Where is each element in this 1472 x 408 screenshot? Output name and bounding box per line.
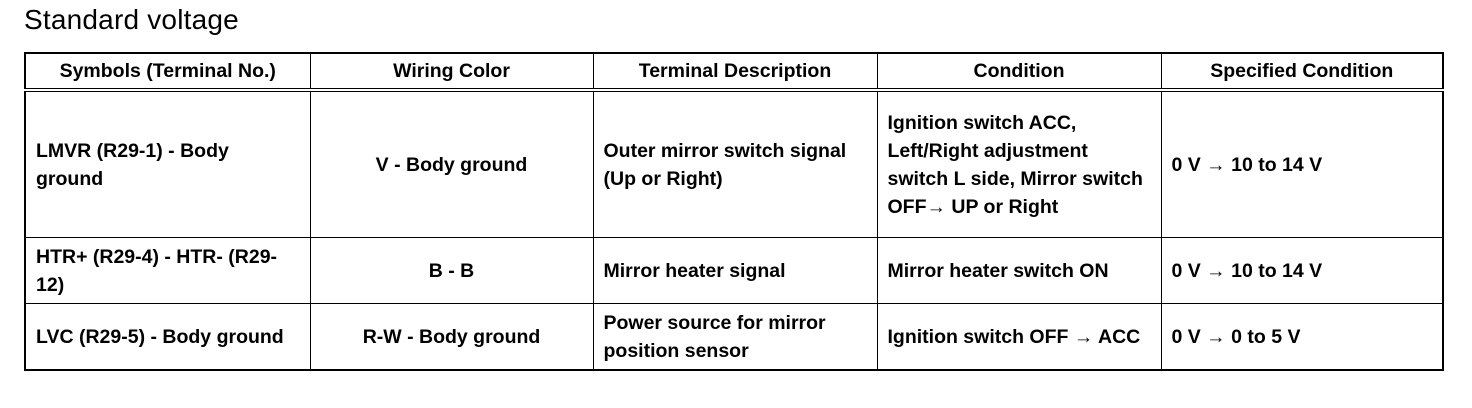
table-row: LVC (R29-5) - Body ground R-W - Body gro… — [24, 303, 1444, 371]
cell-symbols: LVC (R29-5) - Body ground — [24, 303, 311, 371]
cell-specified-condition: 0 V → 10 to 14 V — [1160, 237, 1444, 304]
header-symbols: Symbols (Terminal No.) — [24, 52, 311, 92]
cell-symbols: LMVR (R29-1) - Body ground — [24, 89, 311, 238]
cell-wiring-color: V - Body ground — [309, 89, 594, 238]
cell-condition: Ignition switch OFF → ACC — [876, 303, 1162, 371]
cell-wiring-color: R-W - Body ground — [309, 303, 594, 371]
header-wiring-color: Wiring Color — [309, 52, 594, 92]
header-condition: Condition — [876, 52, 1162, 92]
table-header-row: Symbols (Terminal No.) Wiring Color Term… — [24, 52, 1444, 92]
cell-condition: Ignition switch ACC, Left/Right adjustme… — [876, 89, 1162, 238]
page-title: Standard voltage — [24, 4, 239, 35]
cell-specified-condition: 0 V → 0 to 5 V — [1160, 303, 1444, 371]
table-row: HTR+ (R29-4) - HTR- (R29-12) B - B Mirro… — [24, 237, 1444, 304]
header-terminal-description: Terminal Description — [592, 52, 878, 92]
cell-condition: Mirror heater switch ON — [876, 237, 1162, 304]
cell-terminal-description: Mirror heater signal — [592, 237, 878, 304]
cell-symbols: HTR+ (R29-4) - HTR- (R29-12) — [24, 237, 311, 304]
standard-voltage-table: Symbols (Terminal No.) Wiring Color Term… — [24, 52, 1444, 371]
cell-terminal-description: Power source for mirror position sensor — [592, 303, 878, 371]
cell-wiring-color: B - B — [309, 237, 594, 304]
cell-specified-condition: 0 V → 10 to 14 V — [1160, 89, 1444, 238]
header-specified-condition: Specified Condition — [1160, 52, 1444, 92]
table-row: LMVR (R29-1) - Body ground V - Body grou… — [24, 89, 1444, 238]
cell-terminal-description: Outer mirror switch signal (Up or Right) — [592, 89, 878, 238]
